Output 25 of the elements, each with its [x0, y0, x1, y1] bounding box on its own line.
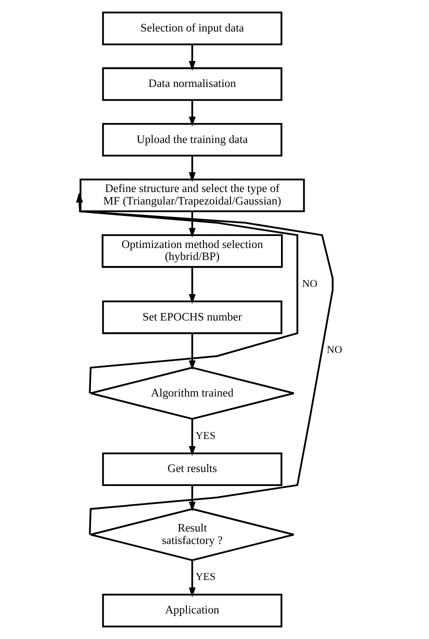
- node-box: Set EPOCHS number: [102, 300, 282, 334]
- edge-label: YES: [195, 572, 216, 584]
- node-diamond: Algorithm trained: [90, 366, 295, 420]
- arrow: [188, 44, 196, 71]
- arrow: [76, 192, 334, 535]
- arrow: [76, 192, 298, 394]
- arrow: [188, 334, 196, 370]
- node-box: Selection of input data: [102, 12, 282, 46]
- node-box: Data normalisation: [102, 67, 282, 101]
- node-box: Application: [102, 594, 282, 628]
- arrow: [188, 560, 196, 598]
- node-box: Get results: [102, 452, 282, 486]
- node-box: Optimization method selection (hybrid/BP): [102, 234, 283, 268]
- edge-label: NO: [302, 278, 318, 290]
- edge-label: NO: [326, 345, 342, 356]
- edge-label: YES: [195, 430, 216, 442]
- arrow: [188, 485, 196, 512]
- arrow: [188, 212, 196, 238]
- arrow: [188, 100, 196, 126]
- node-box: Upload the training data: [102, 122, 282, 157]
- arrow: [188, 156, 196, 182]
- arrow: [188, 267, 196, 304]
- node-box: Define structure and select the type of MF (Triangular/Trapezoidal/Gaussian): [80, 178, 305, 212]
- node-diamond: Result satisfactory ?: [90, 508, 295, 562]
- arrow: [188, 419, 196, 456]
